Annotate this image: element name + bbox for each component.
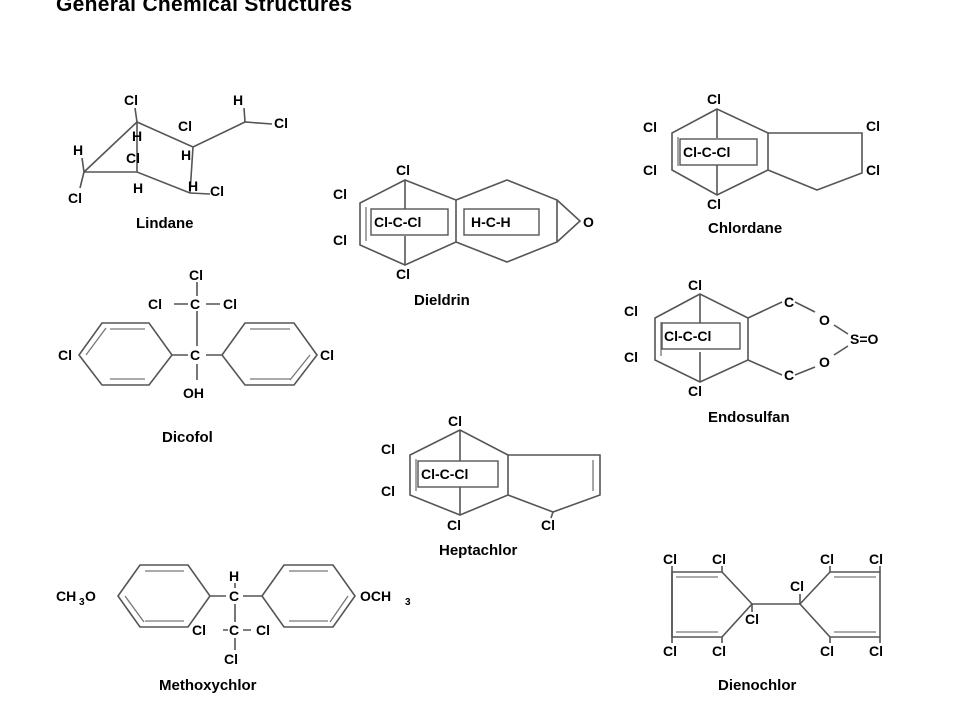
lindane-atom-label: Cl: [210, 183, 224, 199]
dienochlor-atom-label: Cl: [820, 643, 834, 659]
methoxychlor-structure: CH 3 O H C OCH 3 Cl C Cl Cl Methoxychlor: [56, 564, 411, 694]
chlordane-atom-label: Cl-C-Cl: [683, 144, 730, 160]
lindane-atom-label: H: [133, 180, 143, 196]
dicofol-atom-label: OH: [183, 385, 204, 401]
endosulfan-atom-label: Cl: [624, 349, 638, 365]
lindane-atom-label: H: [73, 142, 83, 158]
dienochlor-atom-label: Cl: [790, 578, 804, 594]
dieldrin-atom-label: O: [583, 214, 594, 230]
dicofol-structure: Cl Cl C Cl Cl C Cl OH Dicofol: [58, 267, 334, 446]
chlordane-structure: Cl Cl Cl-C-Cl Cl Cl Cl Cl Chlordane: [643, 91, 880, 237]
dieldrin-structure: Cl Cl Cl Cl-C-Cl H-C-H O Cl Dieldrin: [333, 162, 594, 309]
endosulfan-atom-label: O: [819, 354, 830, 370]
dieldrin-atom-label: H-C-H: [471, 214, 511, 230]
methoxychlor-atom-label: C: [229, 622, 239, 638]
heptachlor-atom-label: Cl: [447, 517, 461, 533]
lindane-atom-label: Cl: [274, 115, 288, 131]
dieldrin-atom-label: Cl: [333, 186, 347, 202]
dienochlor-atom-label: Cl: [712, 551, 726, 567]
chlordane-atom-label: Cl: [866, 118, 880, 134]
dienochlor-atom-label: Cl: [663, 551, 677, 567]
heptachlor-atom-label: Cl: [381, 441, 395, 457]
methoxychlor-atom-label: H: [229, 568, 239, 584]
lindane-label: Lindane: [136, 215, 194, 232]
endosulfan-atom-label: Cl: [688, 383, 702, 399]
dieldrin-label: Dieldrin: [414, 292, 470, 309]
lindane-atom-label: H: [233, 92, 243, 108]
endosulfan-structure: Cl Cl Cl-C-Cl Cl Cl C O S=O C O Endosulf…: [624, 277, 879, 426]
heptachlor-atom-label: Cl: [448, 413, 462, 429]
lindane-atom-label: Cl: [178, 118, 192, 134]
methoxychlor-atom-label: CH: [56, 588, 76, 604]
heptachlor-structure: Cl Cl Cl-C-Cl Cl Cl Cl Heptachlor: [381, 413, 601, 559]
dicofol-atom-label: C: [190, 296, 200, 312]
methoxychlor-atom-label: OCH: [360, 588, 391, 604]
chlordane-atom-label: Cl: [643, 119, 657, 135]
page-title: General Chemical Structures: [56, 0, 353, 16]
dienochlor-atom-label: Cl: [869, 551, 883, 567]
dicofol-label: Dicofol: [162, 429, 213, 446]
endosulfan-atom-label: Cl-C-Cl: [664, 328, 711, 344]
dienochlor-atom-label: Cl: [745, 611, 759, 627]
chlordane-atom-label: Cl: [643, 162, 657, 178]
dienochlor-atom-label: Cl: [820, 551, 834, 567]
chlordane-atom-label: Cl: [866, 162, 880, 178]
endosulfan-label: Endosulfan: [708, 409, 790, 426]
endosulfan-atom-label: C: [784, 367, 794, 383]
endosulfan-atom-label: Cl: [624, 303, 638, 319]
methoxychlor-atom-label: 3: [405, 597, 411, 608]
endosulfan-atom-label: Cl: [688, 277, 702, 293]
heptachlor-atom-label: Cl-C-Cl: [421, 466, 468, 482]
dienochlor-atom-label: Cl: [663, 643, 677, 659]
dicofol-atom-label: Cl: [189, 267, 203, 283]
lindane-atom-label: H: [188, 178, 198, 194]
methoxychlor-atom-label: Cl: [192, 622, 206, 638]
methoxychlor-atom-label: C: [229, 588, 239, 604]
endosulfan-atom-label: C: [784, 294, 794, 310]
chlordane-label: Chlordane: [708, 220, 782, 237]
dieldrin-atom-label: Cl: [396, 162, 410, 178]
dienochlor-atom-label: Cl: [869, 643, 883, 659]
lindane-atom-label: Cl: [124, 92, 138, 108]
endosulfan-atom-label: O: [819, 312, 830, 328]
dieldrin-atom-label: Cl-C-Cl: [374, 214, 421, 230]
heptachlor-atom-label: Cl: [381, 483, 395, 499]
dienochlor-atom-label: Cl: [712, 643, 726, 659]
heptachlor-atom-label: Cl: [541, 517, 555, 533]
dicofol-atom-label: Cl: [58, 347, 72, 363]
dienochlor-structure: Cl Cl Cl Cl Cl Cl Cl Cl Cl Cl Dienochlor: [663, 551, 883, 694]
methoxychlor-atom-label: O: [85, 588, 96, 604]
dicofol-atom-label: Cl: [320, 347, 334, 363]
methoxychlor-atom-label: 3: [79, 597, 85, 608]
lindane-atom-label: H: [181, 147, 191, 163]
chlordane-atom-label: Cl: [707, 196, 721, 212]
chlordane-atom-label: Cl: [707, 91, 721, 107]
lindane-structure: Cl H Cl H Cl H H Cl Cl H H Cl Lindane: [68, 92, 288, 232]
methoxychlor-atom-label: Cl: [224, 651, 238, 667]
dicofol-atom-label: C: [190, 347, 200, 363]
lindane-atom-label: H: [132, 128, 142, 144]
endosulfan-atom-label: S=O: [850, 331, 879, 347]
dieldrin-atom-label: Cl: [396, 266, 410, 282]
heptachlor-label: Heptachlor: [439, 542, 518, 559]
methoxychlor-atom-label: Cl: [256, 622, 270, 638]
dieldrin-atom-label: Cl: [333, 232, 347, 248]
dicofol-atom-label: Cl: [148, 296, 162, 312]
lindane-atom-label: Cl: [126, 150, 140, 166]
lindane-atom-label: Cl: [68, 190, 82, 206]
methoxychlor-label: Methoxychlor: [159, 677, 257, 694]
dienochlor-label: Dienochlor: [718, 677, 797, 694]
dicofol-atom-label: Cl: [223, 296, 237, 312]
